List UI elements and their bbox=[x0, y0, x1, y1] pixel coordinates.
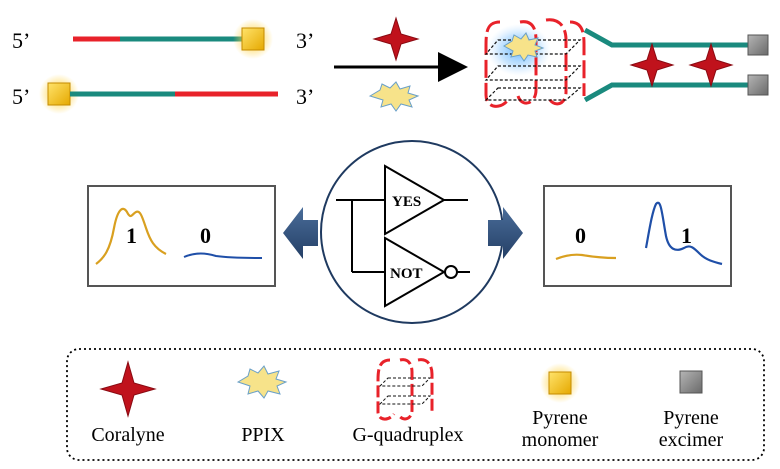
legend-g-quadruplex-label: G-quadruplex bbox=[352, 424, 463, 446]
logic-gate-panel: YES NOT bbox=[320, 140, 504, 324]
legend-monomer-label-line2: monomer bbox=[522, 429, 599, 451]
g-tetrad-plane bbox=[484, 87, 582, 101]
yellow-output-value: 1 bbox=[126, 223, 137, 248]
logic-circle bbox=[320, 140, 504, 324]
g-tetrad-plane bbox=[484, 39, 582, 55]
coralyne-icon bbox=[99, 360, 157, 418]
legend-coralyne-label: Coralyne bbox=[91, 424, 164, 446]
ppix-icon bbox=[236, 365, 288, 399]
yellow-emission-curve bbox=[555, 253, 617, 261]
legend-excimer-label-line2: excimer bbox=[659, 429, 724, 451]
g-tetrad-plane bbox=[484, 65, 582, 81]
g-quadruplex-complex bbox=[484, 18, 769, 108]
pyrene-excimer-icon bbox=[747, 34, 769, 56]
left-output-box: 1 0 bbox=[87, 185, 276, 287]
strand-top-5-label: 5’ bbox=[12, 28, 30, 53]
coralyne-icon bbox=[372, 16, 420, 62]
not-gate-icon bbox=[384, 236, 447, 308]
legend-ppix-label: PPIX bbox=[241, 424, 285, 446]
inputs-group bbox=[334, 16, 468, 112]
legend: Coralyne PPIX G-quadruplex Pyrene monome… bbox=[66, 348, 765, 461]
ppix-icon bbox=[503, 32, 545, 62]
pyrene-excimer-icon bbox=[747, 74, 769, 96]
strand-bottom-3-label: 3’ bbox=[296, 84, 314, 109]
legend-monomer-label-line1: Pyrene bbox=[532, 407, 588, 429]
not-gate-label: NOT bbox=[390, 266, 423, 282]
left-output-arrow-icon bbox=[283, 207, 318, 259]
output-frame bbox=[87, 185, 276, 287]
blue-emission-curve bbox=[183, 252, 263, 259]
legend-frame bbox=[66, 348, 765, 461]
yes-gate-label: YES bbox=[392, 194, 421, 210]
pyrene-excimer-icon bbox=[679, 370, 703, 394]
duplex-lower-strand bbox=[583, 82, 748, 103]
blue-emission-curve bbox=[644, 201, 723, 266]
yes-gate-icon bbox=[384, 164, 447, 236]
output-frame bbox=[543, 185, 732, 287]
coralyne-icon bbox=[688, 42, 734, 88]
right-output-box: 0 1 bbox=[543, 185, 732, 287]
pyrene-monomer-icon bbox=[47, 82, 71, 106]
blue-output-value: 1 bbox=[681, 223, 692, 248]
duplex-upper-strand bbox=[583, 27, 748, 48]
strand-bottom-5-label: 5’ bbox=[12, 84, 30, 109]
yellow-emission-curve bbox=[95, 207, 167, 265]
not-bubble-icon bbox=[444, 265, 458, 279]
pyrene-monomer-icon bbox=[548, 371, 572, 395]
pyrene-monomer-icon bbox=[241, 27, 265, 51]
strand-top-3-label: 3’ bbox=[296, 28, 314, 53]
right-output-arrow-icon bbox=[488, 207, 523, 259]
blue-output-value: 0 bbox=[200, 223, 211, 248]
ppix-icon bbox=[368, 81, 420, 112]
legend-excimer-label-line1: Pyrene bbox=[663, 407, 719, 429]
probe-strands: 5’ 3’ 5’ 3’ bbox=[12, 19, 314, 114]
g-quadruplex-icon bbox=[376, 358, 434, 421]
g-quadruplex-icon bbox=[484, 18, 586, 108]
yellow-output-value: 0 bbox=[575, 223, 586, 248]
coralyne-icon bbox=[629, 42, 675, 88]
